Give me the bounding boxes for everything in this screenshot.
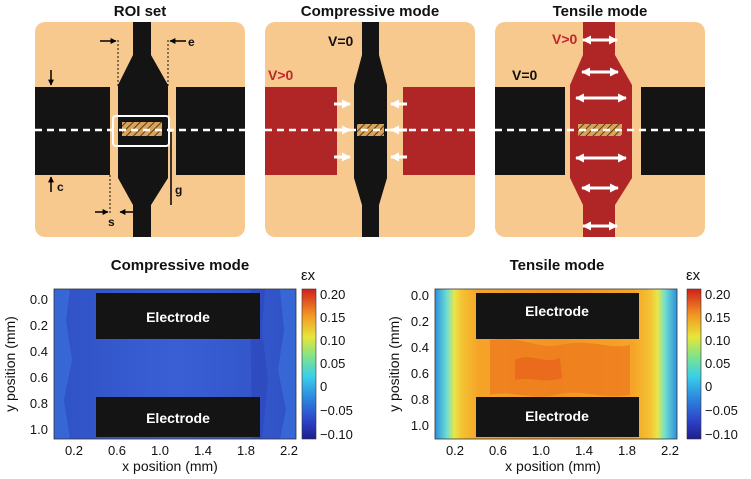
y-tick: 0.2 <box>30 318 48 333</box>
cbar-tick: 0.10 <box>320 333 345 348</box>
compressive-hatch <box>357 124 384 136</box>
plot1-electrode-bottom-label: Electrode <box>146 410 210 426</box>
x-tick: 0.6 <box>489 443 507 458</box>
y-tick: 0.8 <box>30 396 48 411</box>
compressive-v-zero: V=0 <box>328 33 354 49</box>
tensile-hatch <box>578 124 622 136</box>
compressive-strain-plot: Compressive mode Electrode Electrode 0.0… <box>2 257 353 474</box>
roi-title: ROI set <box>114 3 167 20</box>
plot2-title: Tensile mode <box>510 257 605 274</box>
plot1-xlabel: x position (mm) <box>122 458 218 474</box>
x-tick: 2.2 <box>280 443 298 458</box>
y-tick: 1.0 <box>411 418 429 433</box>
compressive-title: Compressive mode <box>301 3 439 20</box>
tensile-electrode-right <box>641 87 705 175</box>
plot2-electrode-top-label: Electrode <box>525 303 589 319</box>
plot2-electrode-bottom <box>476 397 639 437</box>
plot1-y-ticks: 0.0 0.2 0.4 0.6 0.8 1.0 <box>30 292 48 437</box>
tensile-v-pos: V>0 <box>552 31 578 47</box>
roi-electrode-right <box>176 87 245 175</box>
x-tick: 1.4 <box>194 443 212 458</box>
plot2-xlabel: x position (mm) <box>505 458 601 474</box>
tensile-title: Tensile mode <box>553 3 648 20</box>
y-tick: 0.0 <box>411 288 429 303</box>
x-tick: 0.6 <box>108 443 126 458</box>
y-tick: 1.0 <box>30 422 48 437</box>
tensile-panel: Tensile mode V=0 V>0 <box>495 3 705 237</box>
plot2-electrode-bottom-label: Electrode <box>525 408 589 424</box>
cbar-tick: 0.05 <box>705 356 730 371</box>
roi-label-c: c <box>57 180 64 194</box>
plot1-colorbar-ticks: 0.20 0.15 0.10 0.05 0 −0.05 −0.10 <box>320 287 353 442</box>
tensile-electrode-left <box>495 87 565 175</box>
y-tick: 0.4 <box>30 344 48 359</box>
plot2-colorbar-label: εx <box>686 267 701 284</box>
roi-hatch <box>122 122 162 136</box>
y-tick: 0.6 <box>30 370 48 385</box>
plot2-y-ticks: 0.0 0.2 0.4 0.6 0.8 1.0 <box>411 288 429 433</box>
cbar-tick: −0.05 <box>320 403 353 418</box>
x-tick: 1.0 <box>532 443 550 458</box>
cbar-tick: 0 <box>705 379 712 394</box>
plot2-electrode-top <box>476 293 639 339</box>
cbar-tick: 0.10 <box>705 333 730 348</box>
tensile-strain-plot: Tensile mode Electrode Electrode 0.0 0.2… <box>386 257 738 474</box>
tensile-force-arrows <box>575 35 627 231</box>
y-tick: 0.4 <box>411 340 429 355</box>
roi-panel: ROI set e c s g <box>35 3 245 237</box>
plot1-ylabel: y position (mm) <box>2 316 18 412</box>
plot1-colorbar-label: εx <box>301 267 316 284</box>
plot1-colorbar: εx 0.20 0.15 0.10 0.05 0 −0.05 −0.10 <box>301 267 353 442</box>
x-tick: 1.8 <box>237 443 255 458</box>
y-tick: 0.0 <box>30 292 48 307</box>
plot1-electrode-top <box>96 293 260 339</box>
plot1-electrode-top-label: Electrode <box>146 309 210 325</box>
y-tick: 0.6 <box>411 366 429 381</box>
cbar-tick: 0.15 <box>320 310 345 325</box>
cbar-tick: 0.20 <box>320 287 345 302</box>
cbar-tick: 0.20 <box>705 287 730 302</box>
cbar-tick: −0.10 <box>705 427 738 442</box>
compressive-force-arrows <box>334 99 407 162</box>
compressive-v-pos: V>0 <box>268 67 294 83</box>
x-tick: 0.2 <box>446 443 464 458</box>
roi-label-e: e <box>188 35 195 49</box>
plot2-x-ticks: 0.2 0.6 1.0 1.4 1.8 2.2 <box>446 443 679 458</box>
plot1-x-ticks: 0.2 0.6 1.0 1.4 1.8 2.2 <box>65 443 298 458</box>
x-tick: 0.2 <box>65 443 83 458</box>
x-tick: 1.8 <box>618 443 636 458</box>
plot2-colorbar: εx 0.20 0.15 0.10 0.05 0 −0.05 −0.10 <box>686 267 738 442</box>
roi-label-s: s <box>108 215 115 229</box>
x-tick: 2.2 <box>661 443 679 458</box>
compressive-panel: Compressive mode V=0 V>0 <box>265 3 475 237</box>
plot2-ylabel: y position (mm) <box>386 316 402 412</box>
roi-label-g: g <box>175 183 182 197</box>
plot2-colorbar-ticks: 0.20 0.15 0.10 0.05 0 −0.05 −0.10 <box>705 287 738 442</box>
cbar-tick: −0.10 <box>320 427 353 442</box>
cbar-tick: −0.05 <box>705 403 738 418</box>
plot1-title: Compressive mode <box>111 257 249 274</box>
tensile-v-zero: V=0 <box>512 67 538 83</box>
y-tick: 0.2 <box>411 314 429 329</box>
cbar-tick: 0.15 <box>705 310 730 325</box>
plot1-electrode-bottom <box>96 397 260 437</box>
cbar-tick: 0.05 <box>320 356 345 371</box>
x-tick: 1.0 <box>151 443 169 458</box>
cbar-tick: 0 <box>320 379 327 394</box>
y-tick: 0.8 <box>411 392 429 407</box>
x-tick: 1.4 <box>575 443 593 458</box>
